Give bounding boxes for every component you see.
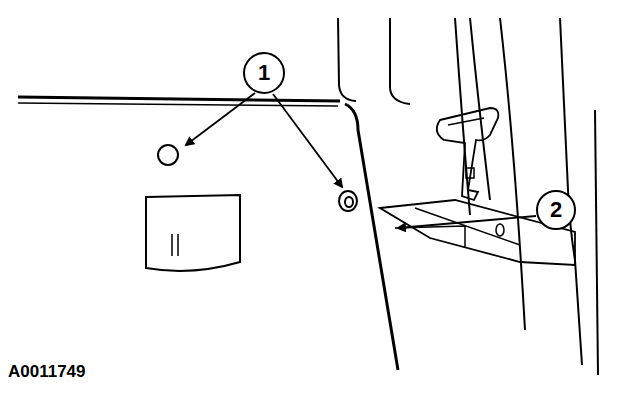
callout-circle: 1 — [243, 52, 285, 94]
callout-number: 2 — [550, 199, 562, 221]
callout-circle: 2 — [536, 190, 576, 230]
callout-number: 1 — [258, 62, 270, 84]
figure-code: A0011749 — [8, 362, 86, 382]
